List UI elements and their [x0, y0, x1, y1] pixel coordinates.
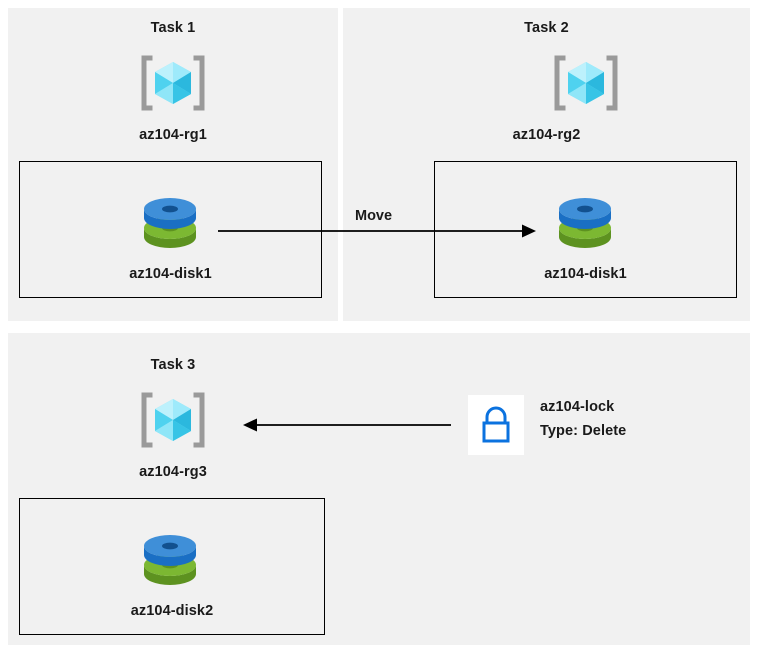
- task1-title: Task 1: [150, 20, 196, 36]
- azure-managed-disk-icon: [138, 534, 202, 596]
- task3-disk-label: az104-disk2: [130, 603, 214, 619]
- lock-type-label: Type: Delete: [540, 423, 627, 439]
- task3-resource-group-box: [19, 498, 325, 635]
- azure-resource-group-icon: [553, 52, 619, 114]
- task3-resource-group-label: az104-rg3: [139, 464, 207, 480]
- azure-resource-group-icon: [140, 52, 206, 114]
- lock-arrow: [243, 418, 451, 432]
- task2-resource-group-label: az104-rg2: [512, 127, 581, 143]
- panel-task3: [8, 333, 750, 645]
- task3-title: Task 3: [150, 357, 196, 373]
- move-arrow: [218, 224, 536, 238]
- azure-managed-disk-icon: [553, 197, 617, 259]
- lock-name-label: az104-lock: [540, 399, 615, 415]
- panel-task1: [8, 8, 338, 321]
- task2-title: Task 2: [524, 20, 569, 36]
- task1-disk-label: az104-disk1: [129, 266, 212, 282]
- move-arrow-label: Move: [355, 208, 393, 224]
- task1-resource-group-box: [19, 161, 322, 298]
- task1-resource-group-label: az104-rg1: [139, 127, 207, 143]
- lock-icon: [468, 395, 524, 455]
- panel-task2: [343, 8, 750, 321]
- task2-resource-group-box: [434, 161, 737, 298]
- task2-disk-label: az104-disk1: [544, 266, 627, 282]
- azure-managed-disk-icon: [138, 197, 202, 259]
- azure-resource-group-icon: [140, 389, 206, 451]
